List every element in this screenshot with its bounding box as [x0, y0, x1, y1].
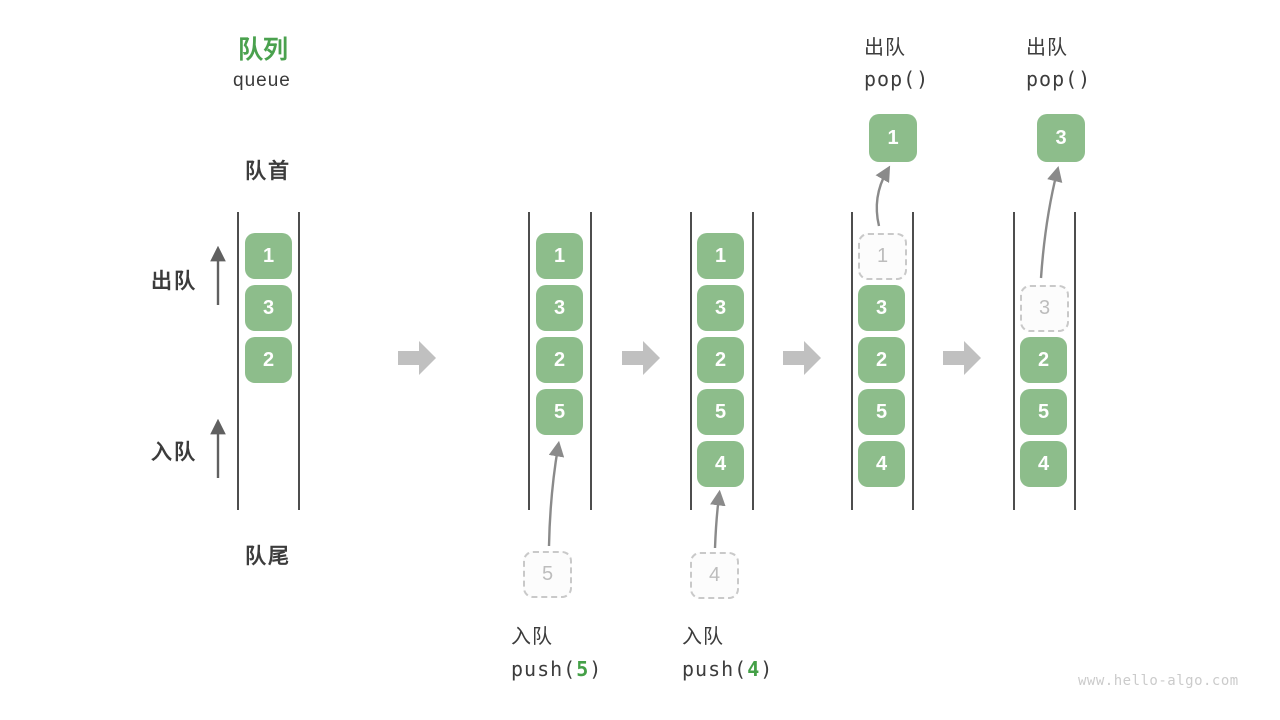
- code-fn: push(: [682, 657, 748, 681]
- pop-1-arrow-icon: [875, 165, 891, 227]
- container-wall: [752, 212, 754, 510]
- code-close: ): [589, 657, 603, 681]
- container-wall: [298, 212, 300, 510]
- push-5-arrow-icon: [547, 440, 565, 547]
- queue-item: 3: [858, 285, 905, 331]
- container-wall: [1013, 212, 1015, 510]
- queue-item: 3: [536, 285, 583, 331]
- container-wall: [590, 212, 592, 510]
- code-close: ): [760, 657, 774, 681]
- queue-item: 4: [697, 441, 744, 487]
- queue-item: 2: [1020, 337, 1067, 383]
- code-arg: 4: [747, 657, 761, 681]
- push-4-code-label: push(4): [682, 657, 773, 681]
- queue-item: 3: [697, 285, 744, 331]
- code-fn: push(: [511, 657, 577, 681]
- queue-item: 5: [1020, 389, 1067, 435]
- container-wall: [1074, 212, 1076, 510]
- dequeue-op-label: 出队: [864, 37, 906, 59]
- pop-3-arrow-icon: [1039, 165, 1063, 279]
- watermark: www.hello-algo.com: [1078, 673, 1239, 689]
- flow-arrow-icon: [783, 341, 821, 375]
- queue-item: 3: [245, 285, 292, 331]
- container-wall: [851, 212, 853, 510]
- queue-item: 4: [1020, 441, 1067, 487]
- queue-item: 5: [536, 389, 583, 435]
- popped-item: 3: [1037, 114, 1085, 162]
- enqueue-direction-label: 入队: [151, 441, 197, 464]
- queue-item: 5: [858, 389, 905, 435]
- incoming-item-placeholder: 4: [690, 552, 739, 599]
- code-arg: 5: [576, 657, 590, 681]
- queue-rear-label: 队尾: [245, 545, 291, 568]
- enqueue-op-label: 入队: [682, 626, 724, 648]
- removed-item-placeholder: 1: [858, 233, 907, 280]
- popped-item: 1: [869, 114, 917, 162]
- push-4-arrow-icon: [710, 489, 726, 549]
- dequeue-direction-label: 出队: [151, 270, 197, 293]
- queue-item: 1: [697, 233, 744, 279]
- container-wall: [237, 212, 239, 510]
- container-wall: [690, 212, 692, 510]
- removed-item-placeholder: 3: [1020, 285, 1069, 332]
- queue-item: 2: [245, 337, 292, 383]
- flow-arrow-icon: [943, 341, 981, 375]
- container-wall: [912, 212, 914, 510]
- queue-front-label: 队首: [245, 160, 291, 183]
- queue-item: 1: [245, 233, 292, 279]
- pop-code-label: pop(): [864, 67, 930, 91]
- queue-item: 5: [697, 389, 744, 435]
- enqueue-op-label: 入队: [511, 626, 553, 648]
- dequeue-op-label: 出队: [1026, 37, 1068, 59]
- queue-item: 2: [858, 337, 905, 383]
- flow-arrow-icon: [622, 341, 660, 375]
- queue-item: 1: [536, 233, 583, 279]
- diagram-title-en: queue: [233, 70, 291, 91]
- pop-code-label: pop(): [1026, 67, 1092, 91]
- push-5-code-label: push(5): [511, 657, 602, 681]
- queue-item: 2: [536, 337, 583, 383]
- incoming-item-placeholder: 5: [523, 551, 572, 598]
- queue-item: 4: [858, 441, 905, 487]
- container-wall: [528, 212, 530, 510]
- diagram-title-zh: 队列: [238, 36, 289, 64]
- flow-arrow-icon: [398, 341, 436, 375]
- queue-item: 2: [697, 337, 744, 383]
